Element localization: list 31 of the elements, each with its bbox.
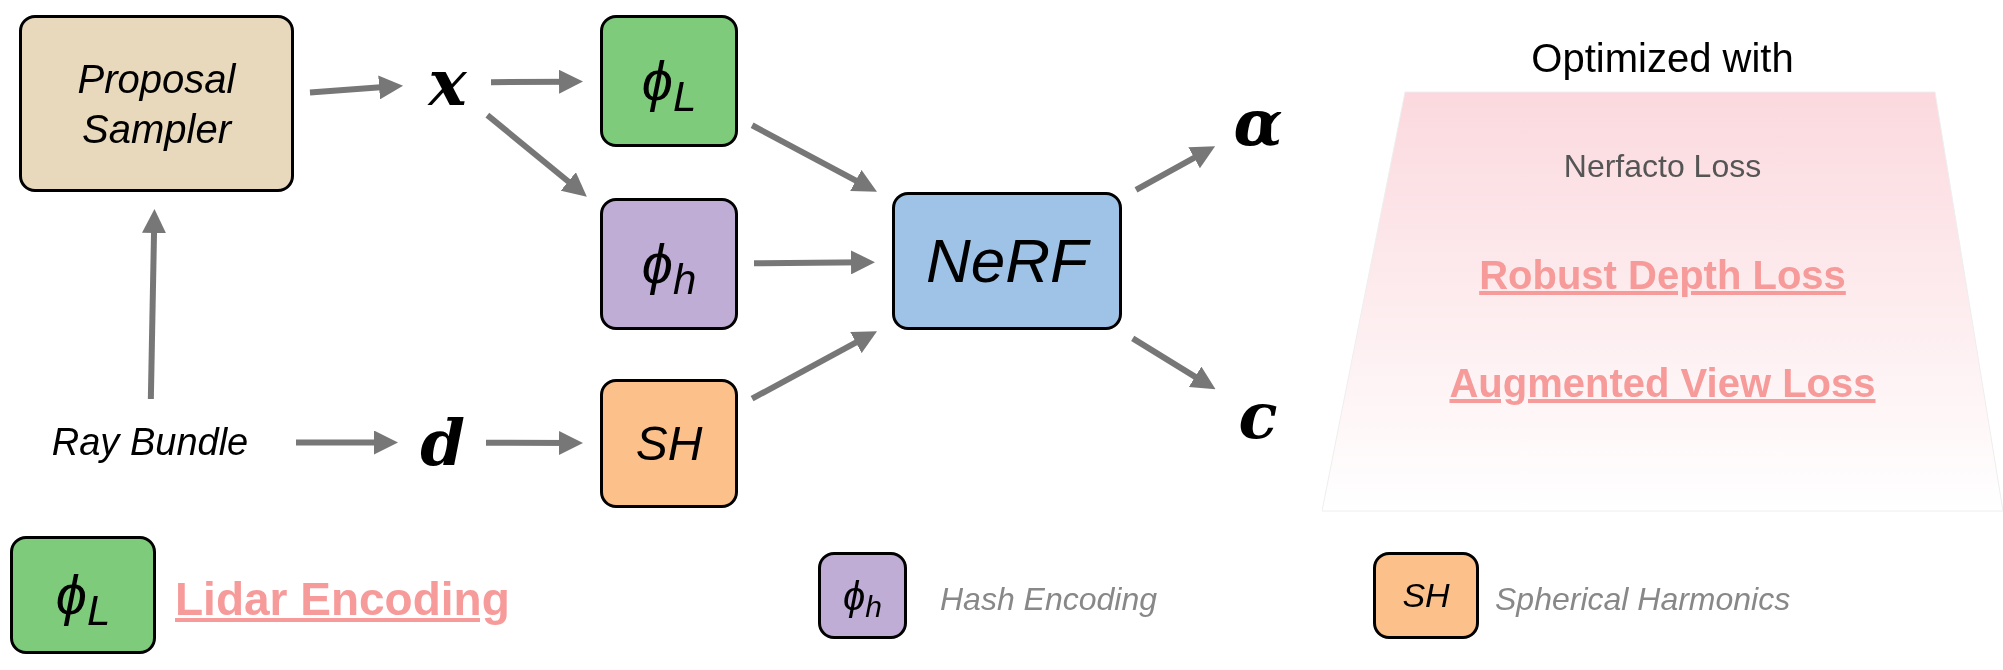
loss-label: Augmented View Loss: [1449, 360, 1876, 407]
process-box: NeRF: [892, 192, 1122, 330]
math-symbol: α: [1230, 85, 1286, 160]
process-box: ϕ$_{h}$: [600, 198, 738, 330]
arrow: [750, 331, 878, 402]
process-box: Proposal Sampler: [19, 15, 294, 192]
arrow: [309, 75, 404, 100]
arrow: [296, 430, 398, 455]
arrow: [750, 122, 877, 192]
arrow: [490, 69, 583, 94]
heading: Optimized with: [1531, 35, 1794, 82]
process-box: ϕ$_{L}$: [600, 15, 738, 147]
arrow: [485, 112, 587, 197]
node-caption: Spherical Harmonics: [1495, 580, 1791, 619]
loss-label: Robust Depth Loss: [1479, 252, 1846, 299]
loss-label: Nerfacto Loss: [1563, 147, 1762, 186]
arrow: [485, 431, 583, 455]
node-caption: Hash Encoding: [940, 580, 1158, 619]
process-box: SH: [1373, 552, 1479, 639]
arrow: [142, 209, 166, 400]
math-symbol: c: [1230, 378, 1286, 453]
math-symbol: d: [415, 405, 470, 480]
process-box: SH: [600, 379, 738, 508]
math-symbol: x: [420, 45, 475, 120]
arrow: [1131, 335, 1216, 390]
node-caption: Lidar Encoding: [175, 572, 510, 627]
process-box: ϕ$_{h}$: [818, 552, 907, 639]
input-label: Ray Bundle: [20, 415, 280, 470]
process-box: ϕ$_{L}$: [10, 536, 156, 654]
arrow: [753, 250, 875, 275]
arrow: [1134, 146, 1216, 193]
